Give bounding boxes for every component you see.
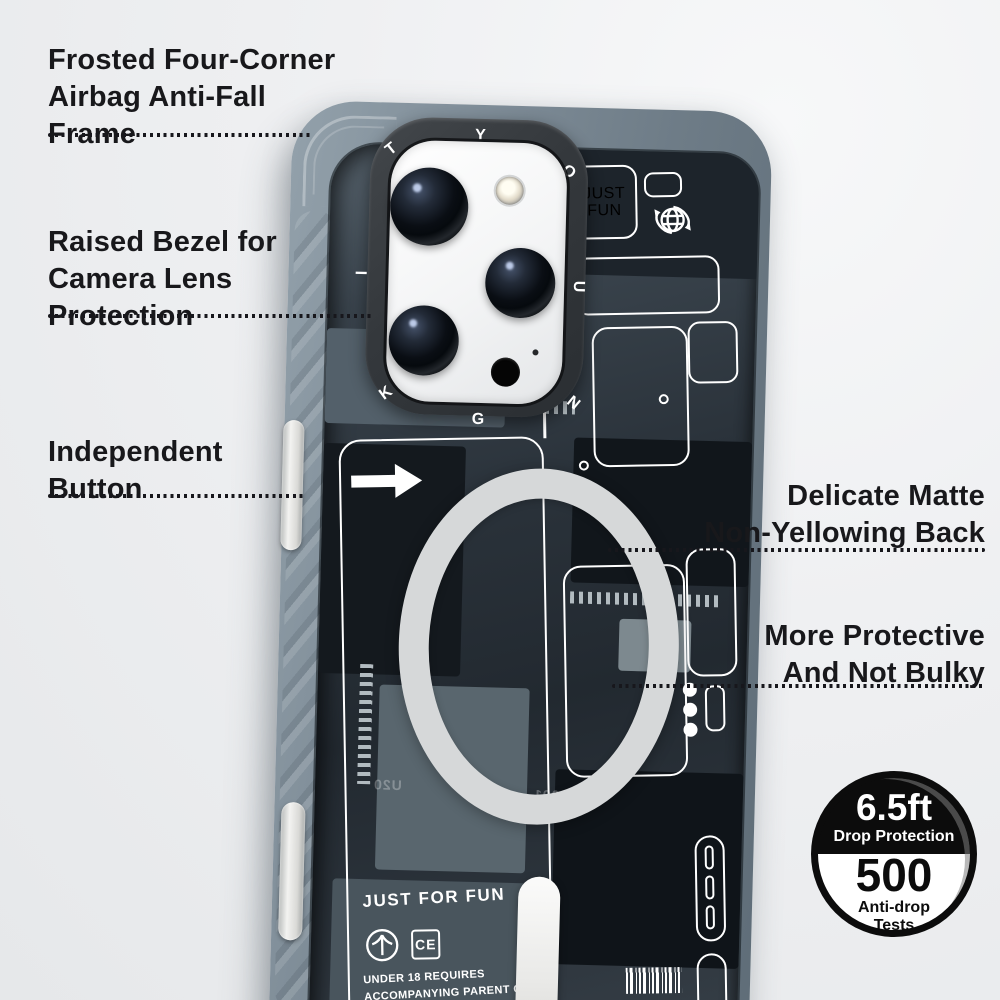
connector-print bbox=[696, 953, 728, 1000]
trace-outline-rect bbox=[573, 255, 721, 316]
independent-side-button bbox=[280, 419, 305, 551]
drop-protection-badge: 6.5ft Drop Protection 500 Anti-drop Test… bbox=[811, 771, 977, 937]
plane-icon bbox=[366, 929, 399, 962]
trace-outline-rect bbox=[687, 320, 739, 384]
trace-outline-rect bbox=[643, 171, 683, 198]
arrow-right-icon bbox=[351, 463, 423, 498]
leader-more-protective bbox=[612, 684, 985, 688]
case-back-circuit-board: U20 6091 JUST FUN bbox=[305, 141, 762, 1000]
bezel-letter: U bbox=[569, 280, 588, 293]
trace-node bbox=[578, 460, 589, 471]
callout-frosted-frame: Frosted Four-Corner Airbag Anti-Fall Fra… bbox=[48, 44, 336, 150]
connector-print bbox=[694, 835, 727, 942]
connector-pin bbox=[705, 905, 716, 930]
leader-independent-button bbox=[48, 494, 304, 498]
barcode bbox=[625, 966, 683, 994]
bezel-letter: T bbox=[382, 139, 401, 159]
trace-outline-rect bbox=[591, 325, 690, 468]
callout-matte-back: Delicate Matte Non-Yellowing Back bbox=[704, 480, 985, 549]
bezel-letter: G bbox=[471, 410, 485, 429]
bezel-letter: I bbox=[353, 270, 371, 276]
silkscreen-print-layer: JUST FUN bbox=[311, 145, 755, 1000]
trace-outline-rect bbox=[685, 547, 738, 677]
trace-outline-rect bbox=[704, 685, 726, 732]
lower-side-button bbox=[278, 801, 306, 941]
globe-icon bbox=[654, 205, 691, 235]
leader-frosted-frame bbox=[48, 133, 311, 137]
magsafe-align-tab bbox=[514, 876, 561, 1000]
callout-independent-button: Independent Button bbox=[48, 436, 223, 505]
drop-height-value: 6.5ft bbox=[855, 787, 933, 828]
tests-count-value: 500 bbox=[855, 849, 933, 901]
callout-more-protective: More Protective And Not Bulky bbox=[764, 620, 985, 689]
phone-case: U20 6091 JUST FUN bbox=[268, 100, 773, 1000]
tests-count-label: Anti-drop Tests bbox=[858, 898, 930, 934]
print-dot bbox=[683, 722, 698, 737]
print-dot bbox=[683, 702, 698, 717]
drop-height-label: Drop Protection bbox=[833, 828, 955, 845]
connector-pin bbox=[704, 845, 714, 870]
ce-mark: CE bbox=[410, 929, 441, 960]
connector-pin bbox=[705, 875, 715, 900]
callout-raised-bezel: Raised Bezel for Camera Lens Protection bbox=[48, 226, 277, 332]
leader-matte-back bbox=[608, 548, 985, 552]
leader-raised-bezel bbox=[48, 314, 374, 318]
